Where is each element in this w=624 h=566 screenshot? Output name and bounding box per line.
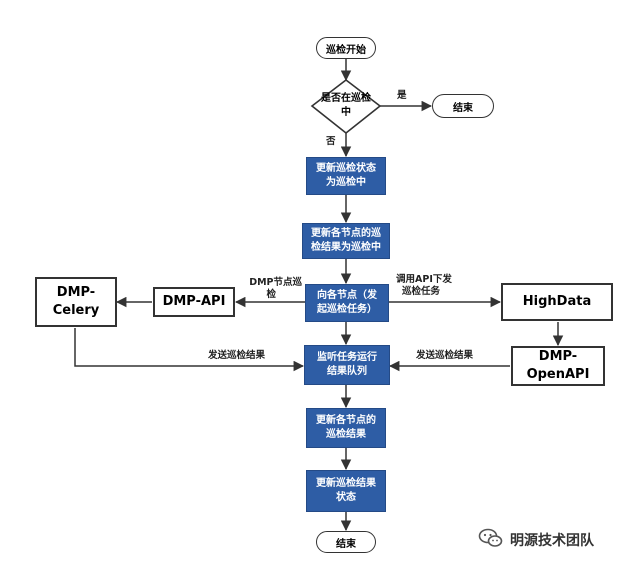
- call-api-label-line2: 巡检任务: [402, 286, 441, 297]
- dmp-celery-box: DMP- Celery: [35, 277, 117, 327]
- update-nodes-line2: 检结果为巡检中: [311, 242, 381, 253]
- dmp-openapi-line2: OpenAPI: [526, 367, 590, 382]
- send-result-right-label: 发送巡检结果: [416, 350, 474, 361]
- send-task-line1: 向各节点（发: [317, 290, 377, 301]
- end-bottom-label: 结束: [336, 538, 356, 550]
- decision-label-line2: 中: [341, 107, 351, 118]
- dmp-openapi-box: DMP- OpenAPI: [511, 346, 605, 386]
- update-status-line1: 更新巡检状态: [316, 163, 376, 174]
- update-node-results-box: 更新各节点的 巡检结果: [306, 408, 386, 448]
- update-result-status-box: 更新巡检结果 状态: [306, 470, 386, 512]
- dmp-celery-line2: Celery: [52, 303, 100, 318]
- dmp-node-label-line2: 检: [266, 289, 276, 300]
- end-top-label: 结束: [453, 102, 473, 114]
- dmp-openapi-line1: DMP-: [538, 349, 578, 364]
- dmp-api-label: DMP-API: [162, 294, 226, 309]
- highdata-box: HighData: [501, 283, 613, 321]
- dmp-node-label: DMP节点巡 检: [238, 277, 302, 301]
- update-result-status-line1: 更新巡检结果: [316, 478, 376, 489]
- dmp-api-box: DMP-API: [153, 287, 235, 317]
- send-task-box: 向各节点（发 起巡检任务）: [305, 284, 389, 322]
- no-label: 否: [326, 136, 336, 147]
- call-api-label-line1: 调用API下发: [396, 274, 452, 285]
- call-api-label: 调用API下发 巡检任务: [396, 274, 452, 298]
- update-status-line2: 为巡检中: [326, 177, 366, 188]
- dmp-celery-line1: DMP-: [56, 285, 96, 300]
- watermark: 明源技术团队: [478, 528, 594, 552]
- dmp-node-label-line1: DMP节点巡: [249, 277, 302, 288]
- wechat-icon: [478, 528, 504, 552]
- update-nodes-line1: 更新各节点的巡: [311, 228, 381, 239]
- decision-label: 是否在巡检 中: [312, 92, 380, 120]
- listen-queue-line2: 结果队列: [327, 366, 367, 377]
- highdata-label: HighData: [522, 294, 592, 309]
- end-bottom-terminator: 结束: [316, 531, 376, 553]
- end-top-terminator: 结束: [432, 94, 494, 118]
- start-terminator: 巡检开始: [316, 37, 376, 59]
- update-node-results-line1: 更新各节点的: [316, 415, 376, 426]
- update-nodes-box: 更新各节点的巡 检结果为巡检中: [302, 223, 390, 259]
- update-node-results-line2: 巡检结果: [326, 429, 366, 440]
- watermark-text: 明源技术团队: [510, 533, 594, 549]
- decision-label-line1: 是否在巡检: [321, 93, 371, 104]
- start-label: 巡检开始: [326, 44, 366, 56]
- update-status-box: 更新巡检状态 为巡检中: [306, 157, 386, 195]
- decision-diamond: [310, 78, 382, 135]
- listen-queue-line1: 监听任务运行: [317, 352, 377, 363]
- send-result-left-label: 发送巡检结果: [208, 350, 266, 361]
- edge-celery-to-listen: [74, 328, 305, 372]
- update-result-status-line2: 状态: [336, 492, 356, 503]
- listen-queue-box: 监听任务运行 结果队列: [304, 345, 390, 385]
- yes-label: 是: [397, 90, 407, 101]
- send-task-line2: 起巡检任务）: [317, 304, 377, 315]
